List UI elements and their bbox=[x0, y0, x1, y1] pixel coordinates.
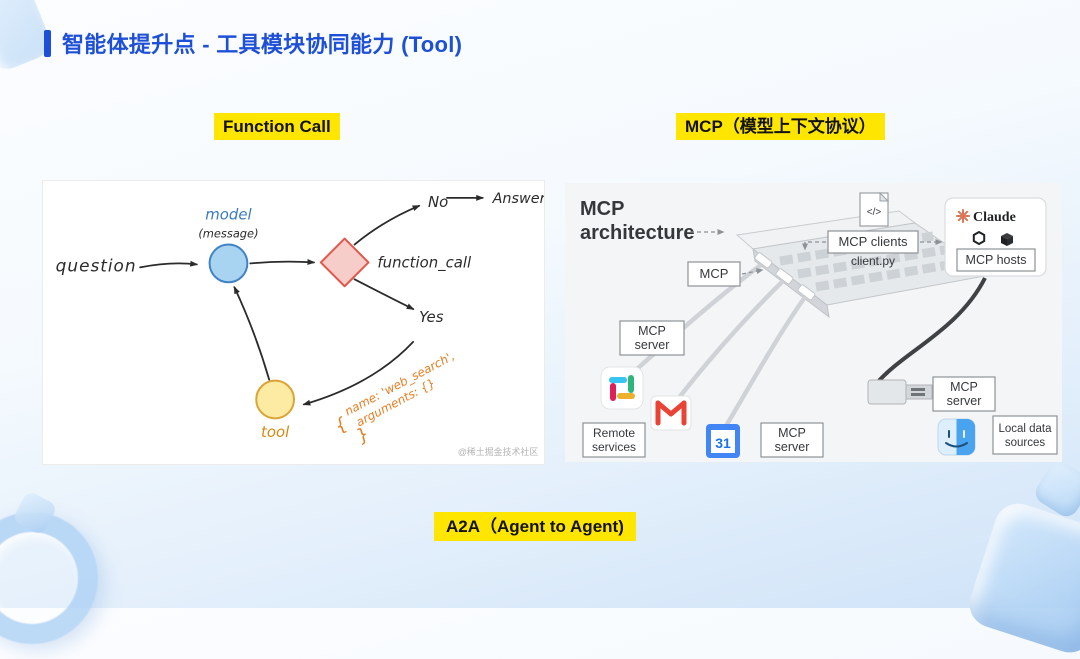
dashed-arrow-mcp-to-hub bbox=[741, 268, 764, 275]
cable-slack bbox=[635, 263, 763, 371]
answer-label: Answer bbox=[492, 191, 544, 207]
slack-icon-bg bbox=[600, 366, 644, 410]
mcp-server-box-1 bbox=[619, 320, 685, 356]
arrow-model-to-decision bbox=[249, 259, 316, 265]
keyboard-row-3 bbox=[815, 257, 967, 292]
code-file-fold bbox=[879, 191, 890, 202]
mcp-box bbox=[687, 261, 741, 287]
mcp-arch-title-line2: architecture bbox=[580, 222, 695, 244]
remote-services-box bbox=[582, 422, 646, 458]
arrow-tool-to-model bbox=[233, 285, 271, 381]
question-label: question bbox=[56, 255, 137, 275]
yes-label: Yes bbox=[419, 308, 444, 326]
function-call-panel: question model (message) function_call N… bbox=[42, 180, 545, 465]
mcp-server-3-line2: server bbox=[947, 394, 982, 408]
remote-services-line2: services bbox=[592, 440, 636, 454]
mcp-server-2-line2: server bbox=[775, 440, 810, 454]
function-call-section-label: Function Call bbox=[214, 113, 340, 141]
mcp-server-3-line1: MCP bbox=[950, 380, 978, 394]
a2a-section-label: A2A（Agent to Agent) bbox=[434, 512, 636, 542]
mcp-server-box-2 bbox=[760, 422, 824, 458]
usb-plug-slot-2 bbox=[911, 393, 925, 396]
arrow-question-to-model bbox=[139, 260, 199, 269]
mcp-section-label: MCP（模型上下文协议） bbox=[676, 113, 885, 141]
gmail-icon bbox=[650, 395, 692, 431]
model-label: model bbox=[205, 206, 252, 224]
arrow-yes-to-tool bbox=[302, 340, 415, 406]
mcp-clients-label: MCP clients bbox=[838, 234, 908, 249]
local-data-sources-box bbox=[992, 415, 1058, 455]
mcp-hosts-label: MCP hosts bbox=[966, 253, 1027, 267]
no-label: No bbox=[428, 193, 448, 211]
mcp-server-1-line2: server bbox=[635, 338, 670, 352]
tool-label: tool bbox=[261, 423, 290, 441]
cable-plug-2 bbox=[775, 268, 794, 285]
mcp-server-box-3 bbox=[932, 376, 996, 412]
dashed-arrow-clients-to-hub bbox=[802, 241, 826, 251]
claude-wordmark: Claude bbox=[973, 210, 1016, 225]
function-call-label: function_call bbox=[377, 253, 472, 271]
cable-plug-1 bbox=[754, 252, 773, 269]
mcp-box-label: MCP bbox=[700, 266, 729, 281]
tool-node bbox=[255, 379, 295, 420]
cube-logo-icon bbox=[1001, 233, 1013, 246]
calendar-day-number: 31 bbox=[715, 435, 731, 451]
function-call-decision-node bbox=[319, 237, 370, 288]
payload-close-brace: } bbox=[353, 423, 373, 447]
arrow-decision-no bbox=[353, 204, 421, 246]
client-code-file-icon: </> bbox=[859, 191, 890, 227]
client-py-label: client.py bbox=[851, 254, 895, 268]
mcp-architecture-diagram: MCP architecture </> MCP clients client.… bbox=[580, 191, 1058, 458]
usb-plug-body bbox=[867, 379, 907, 405]
google-calendar-icon: 31 bbox=[706, 424, 740, 458]
mcp-arch-title-line1: MCP bbox=[580, 198, 624, 220]
slide-title-row: 智能体提升点 - 工具模块协同能力 (Tool) bbox=[44, 27, 462, 59]
arrow-decision-yes bbox=[353, 278, 415, 310]
page-title: 智能体提升点 - 工具模块协同能力 (Tool) bbox=[62, 32, 463, 57]
code-glyph: </> bbox=[867, 207, 882, 218]
openai-logo-icon bbox=[972, 230, 986, 246]
mcp-hosts-card: Claude MCP hosts bbox=[944, 197, 1047, 277]
tool-payload-annotation: { name: 'web_search', arguments: {} } bbox=[331, 349, 457, 447]
mcp-server-1-line1: MCP bbox=[638, 324, 666, 338]
message-label: (message) bbox=[198, 227, 258, 241]
decor-glass-cube bbox=[963, 497, 1080, 659]
title-accent-bar bbox=[44, 29, 51, 57]
usb-plug-shaft bbox=[905, 384, 933, 400]
mcp-architecture-panel: MCP architecture </> MCP clients client.… bbox=[565, 183, 1062, 462]
usb-dark-cable bbox=[871, 277, 987, 390]
mcp-server-2-line1: MCP bbox=[778, 426, 806, 440]
usb-cables bbox=[635, 252, 816, 428]
usb-plug-slot-1 bbox=[911, 388, 925, 391]
mcp-clients-box bbox=[827, 230, 919, 254]
claude-logo-icon bbox=[956, 209, 970, 223]
local-data-line1: Local data bbox=[998, 423, 1052, 435]
function-call-diagram: question model (message) function_call N… bbox=[56, 191, 544, 457]
cable-plug-3 bbox=[797, 284, 816, 301]
cable-calendar bbox=[724, 295, 807, 428]
finder-icon bbox=[937, 418, 976, 456]
decor-glass-cube-small bbox=[1031, 457, 1080, 521]
model-node bbox=[208, 243, 249, 284]
mcp-hosts-box bbox=[956, 248, 1036, 272]
decor-glass-donut bbox=[0, 512, 98, 644]
decor-glass-chip bbox=[12, 490, 58, 536]
remote-services-line1: Remote bbox=[593, 426, 635, 440]
usb-plug bbox=[867, 379, 933, 405]
cable-gmail bbox=[676, 279, 785, 401]
watermark: @稀土掘金技术社区 bbox=[458, 446, 539, 457]
local-data-line2: sources bbox=[1005, 437, 1046, 449]
slack-icon bbox=[600, 366, 644, 410]
